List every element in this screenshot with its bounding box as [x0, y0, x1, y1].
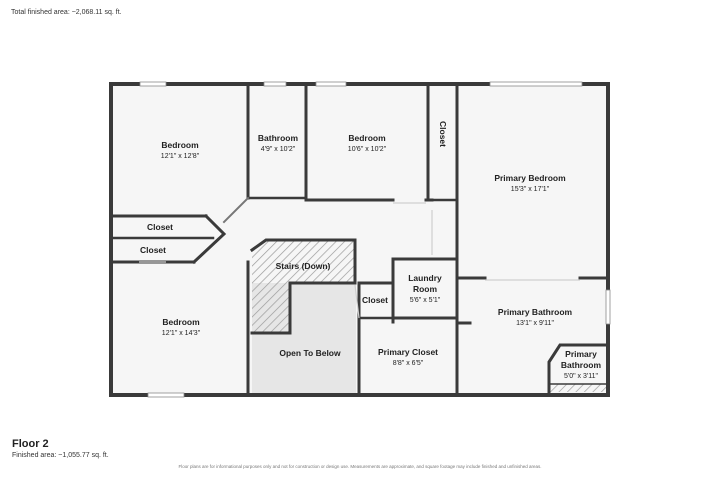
primary-bathroom-dims: 13'1" x 9'11": [516, 320, 554, 327]
floor-finished-area: Finished area: ~1,055.77 sq. ft.: [12, 452, 109, 459]
total-finished-area: Total finished area: ~2,068.11 sq. ft.: [11, 9, 122, 16]
primary-bathroom-name: Primary Bathroom: [498, 307, 573, 317]
door-openings: [139, 202, 580, 319]
stairs-name: Stairs (Down): [276, 261, 331, 271]
stairs-hatch: [252, 240, 355, 333]
closet-small-name: Closet: [362, 295, 388, 305]
closet-left-1-name: Closet: [147, 222, 173, 232]
primary-closet-name: Primary Closet: [378, 347, 438, 357]
bedroom-top-left-name: Bedroom: [161, 140, 199, 150]
laundry-name-line1: Laundry: [408, 273, 442, 283]
primary-bedroom-dims: 15'3" x 17'1": [511, 186, 550, 193]
bedroom-bottom-left-dims: 12'1" x 14'3": [162, 330, 201, 337]
laundry-dims: 5'6" x 5'1": [410, 297, 441, 304]
laundry-name-line2: Room: [413, 284, 438, 294]
bathroom-dims: 4'9" x 10'2": [261, 146, 296, 153]
bedroom-bottom-left-name: Bedroom: [162, 317, 200, 327]
floor-title: Floor 2: [12, 438, 49, 450]
primary-bathroom-small-name-line2: Bathroom: [561, 360, 602, 370]
closet-left-2-name: Closet: [140, 245, 166, 255]
windows: [139, 81, 611, 398]
closet-vertical-name: Closet: [438, 121, 448, 147]
bathroom-name: Bathroom: [258, 133, 299, 143]
primary-closet-dims: 8'8" x 6'5": [393, 360, 424, 367]
disclaimer-text: Floor plans are for informational purpos…: [178, 464, 542, 469]
hatch-strip: [550, 384, 606, 392]
walls: [109, 82, 610, 397]
bedroom-top-middle-name: Bedroom: [348, 133, 386, 143]
primary-bedroom-name: Primary Bedroom: [494, 173, 566, 183]
bedroom-top-left-dims: 12'1" x 12'8": [161, 153, 200, 160]
primary-bathroom-small-dims: 5'0" x 3'11": [564, 373, 598, 380]
bedroom-top-middle-dims: 10'6" x 10'2": [348, 146, 387, 153]
open-to-below-name: Open To Below: [279, 348, 341, 358]
primary-bathroom-small-name-line1: Primary: [565, 349, 597, 359]
